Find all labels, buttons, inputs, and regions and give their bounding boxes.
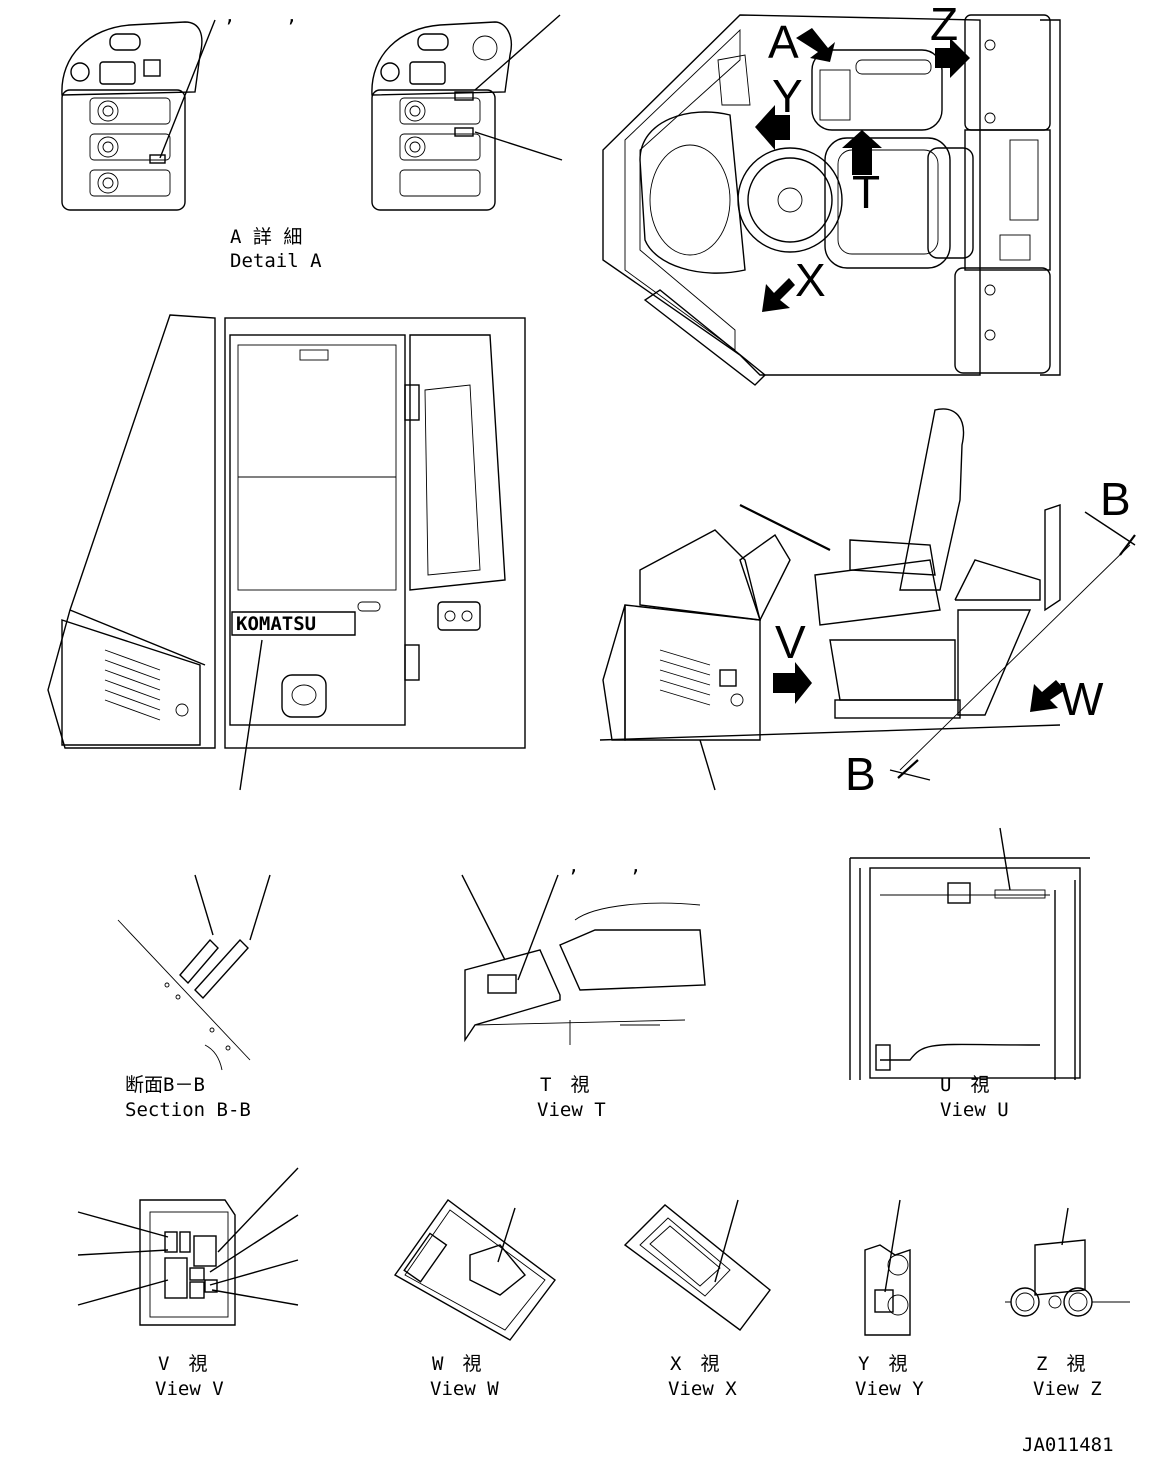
arrow-y	[755, 105, 790, 150]
arrow-t	[842, 130, 882, 175]
detail-a-title-en: Detail A	[230, 250, 322, 272]
marker-w: W	[1060, 673, 1104, 725]
marker-y: Y	[772, 70, 803, 122]
view-w-title-en: View W	[430, 1378, 499, 1400]
view-z-title-ja: Z 視	[1036, 1353, 1085, 1375]
section-bb-title-en: Section B-B	[125, 1099, 251, 1121]
svg-text:,: ,	[568, 855, 579, 877]
svg-text:,: ,	[224, 5, 235, 27]
section-bb-title-ja: 断面B－B	[125, 1074, 205, 1096]
arrow-x	[762, 278, 795, 312]
view-y-title-ja: Y 視	[858, 1353, 907, 1375]
view-u-title-en: View U	[940, 1099, 1009, 1121]
detail-a-left-panel: , ,	[61, 5, 297, 211]
operator-side-view	[599, 408, 1136, 791]
marker-b-top: B	[1100, 473, 1131, 525]
view-v-title-ja: V 視	[158, 1353, 207, 1375]
view-w-drawing	[393, 1199, 556, 1341]
view-t-drawing: , ,	[461, 855, 706, 1045]
view-z-title-en: View Z	[1033, 1378, 1102, 1400]
view-x-title-ja: X 視	[670, 1353, 719, 1375]
view-z-drawing	[1005, 1207, 1130, 1317]
marker-v: V	[775, 616, 806, 668]
view-w-title-ja: W 視	[432, 1353, 481, 1375]
view-x-title-en: View X	[668, 1378, 737, 1400]
brand-decal: KOMATSU	[236, 613, 316, 635]
arrow-w	[1030, 680, 1065, 712]
marker-t: T	[852, 166, 880, 218]
marker-x: X	[795, 254, 826, 306]
cab-side-view	[47, 314, 526, 791]
view-y-drawing	[864, 1199, 911, 1336]
view-t-title-en: View T	[537, 1099, 606, 1121]
arrow-a	[796, 28, 835, 62]
cab-plan-view	[602, 14, 1061, 386]
view-v-drawing	[77, 1167, 299, 1326]
detail-a-right-panel	[371, 14, 563, 211]
view-x-drawing	[623, 1199, 771, 1331]
view-y-title-en: View Y	[855, 1378, 924, 1400]
marker-b-bottom: B	[845, 748, 876, 800]
arrow-z	[935, 38, 970, 78]
arrow-v	[773, 662, 812, 704]
svg-text:,: ,	[630, 855, 641, 877]
view-v-title-en: View V	[155, 1378, 224, 1400]
drawing-id: JA011481	[1022, 1434, 1114, 1456]
view-u-drawing	[849, 827, 1090, 1080]
view-t-title-ja: T 視	[540, 1074, 589, 1096]
section-bb-drawing	[117, 874, 271, 1071]
marker-z: Z	[930, 0, 958, 50]
detail-a-title-ja: A 詳 細	[230, 226, 302, 248]
svg-text:,: ,	[286, 5, 297, 27]
view-u-title-ja: U 視	[940, 1074, 989, 1096]
marker-a: A	[768, 16, 799, 68]
